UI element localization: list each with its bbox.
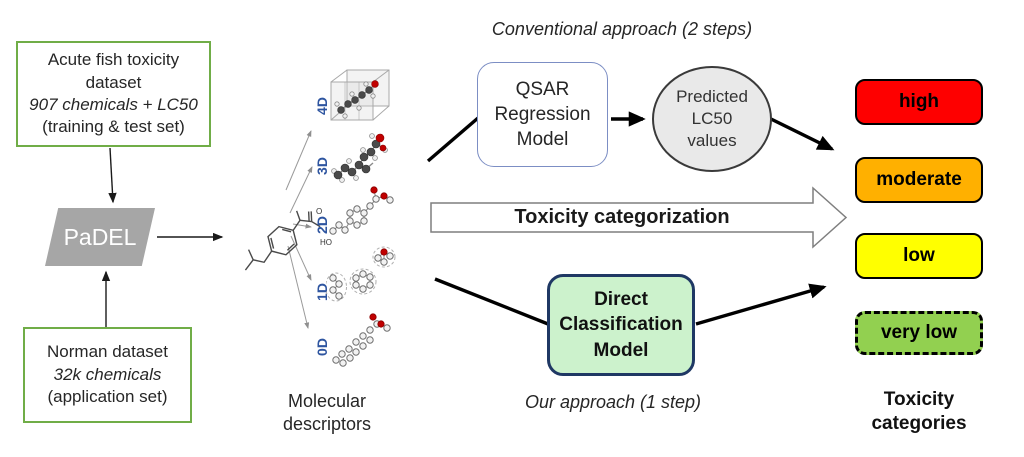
descriptor-level-3d-label: 3D: [314, 157, 330, 175]
molecular-descriptors-caption: Molecular descriptors: [262, 390, 392, 435]
toxicity-categories-caption-line2: categories: [871, 412, 967, 434]
fan-line-to-4d: [285, 130, 312, 191]
predicted-lc50-circle: Predicted LC50 values: [652, 66, 772, 172]
structure-oxygen-label: O: [316, 207, 322, 216]
descriptor-4d-image: [327, 64, 393, 133]
acute-dataset-line3: 907 chemicals + LC50: [29, 95, 198, 114]
line-descriptors-to-dcm: [434, 277, 549, 326]
arrow-acute-to-padel: [108, 147, 117, 204]
acute-dataset-line2: dataset: [85, 72, 142, 92]
our-approach-heading: Our approach (1 step): [524, 392, 702, 412]
category-low-label: low: [903, 245, 935, 266]
dcm-box-line1: Direct: [594, 288, 648, 310]
acute-dataset-box: Acute fish toxicity dataset 907 chemical…: [16, 41, 211, 147]
descriptor-0d-image: [329, 311, 391, 372]
category-high-box: high: [855, 79, 983, 125]
predicted-circle-line2: LC50: [691, 108, 733, 128]
molecular-descriptors-caption-line2: descriptors: [282, 413, 372, 434]
qsar-box-line1: QSAR: [515, 78, 570, 100]
category-moderate-label: moderate: [876, 169, 962, 190]
norman-dataset-box: Norman dataset 32k chemicals (applicatio…: [23, 327, 192, 423]
qsar-box-line2: Regression: [494, 103, 591, 125]
norman-dataset-line3: (application set): [47, 387, 168, 407]
padel-parallelogram: PaDEL: [45, 208, 155, 266]
acute-dataset-line1: Acute fish toxicity: [47, 50, 180, 70]
qsar-box-line3: Model: [516, 129, 569, 151]
dcm-box-line2: Classification: [559, 314, 683, 336]
descriptor-level-0d-label: 0D: [314, 338, 330, 356]
acute-dataset-line4: (training & test set): [42, 117, 185, 137]
qsar-regression-model-box: QSAR Regression Model: [477, 62, 608, 167]
toxicity-categories-caption: Toxicity categories: [853, 388, 985, 436]
category-high-label: high: [898, 91, 940, 112]
conventional-approach-heading: Conventional approach (2 steps): [491, 19, 753, 39]
arrow-dcm-to-categories: [695, 283, 827, 326]
padel-label: PaDEL: [63, 223, 137, 250]
norman-dataset-line2: 32k chemicals: [53, 364, 162, 384]
arrow-predicted-to-categories: [770, 117, 835, 151]
category-low-box: low: [855, 233, 983, 279]
category-moderate-box: moderate: [855, 157, 983, 203]
structure-hydroxyl-label: HO: [320, 238, 332, 247]
category-very-low-label: very low: [880, 322, 958, 343]
line-descriptors-to-qsar: [426, 116, 480, 163]
molecular-descriptors-caption-line1: Molecular: [287, 391, 367, 411]
category-very-low-box: very low: [855, 311, 983, 355]
direct-classification-model-box: Direct Classification Model: [547, 274, 695, 376]
dcm-box-line3: Model: [593, 339, 649, 361]
predicted-circle-line3: values: [687, 131, 737, 151]
norman-dataset-line1: Norman dataset: [47, 342, 168, 362]
predicted-circle-line1: Predicted: [676, 86, 748, 106]
descriptor-2d-image: [328, 181, 394, 244]
toxicity-categorization-arrow-label: Toxicity categorization: [514, 206, 730, 228]
descriptor-1d-image: [325, 244, 396, 313]
toxicity-categories-caption-line1: Toxicity: [883, 389, 955, 410]
descriptor-3d-image: [330, 128, 388, 190]
